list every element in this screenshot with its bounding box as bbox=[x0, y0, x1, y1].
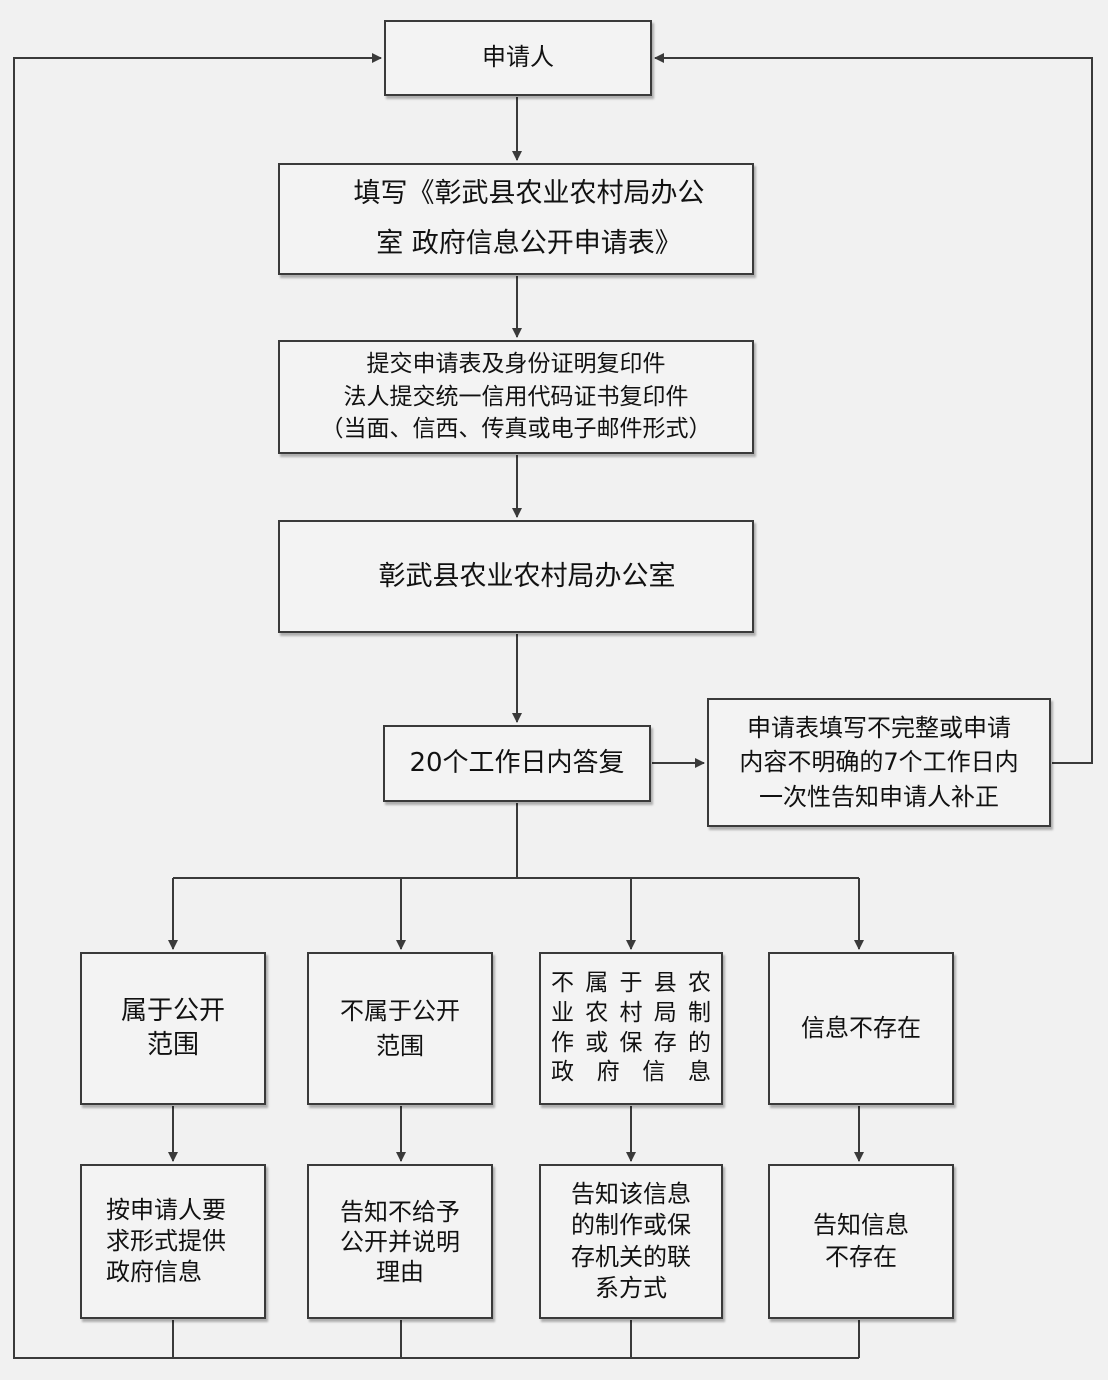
fill-form-label: 填写《彰武县农业农村局办公 室 政府信息公开申请表》 bbox=[353, 178, 705, 259]
public-scope-label: 属于公开 范围 bbox=[120, 995, 225, 1060]
information-not-exist-label: 信息不存在 bbox=[801, 1013, 921, 1042]
agency-contact-box: 告知该信息 的制作或保 存机关的联 系方式 bbox=[539, 1164, 723, 1319]
public-scope-box: 属于公开 范围 bbox=[80, 952, 266, 1105]
provide-information-box: 按申请人要 求形式提供 政府信息 bbox=[80, 1164, 266, 1319]
office-label: 彰武县农业农村局办公室 bbox=[378, 560, 676, 592]
supplement-notice-label: 申请表填写不完整或申请 内容不明确的7个工作日内 一次性告知申请人补正 bbox=[739, 714, 1019, 811]
submit-documents-box: 提交申请表及身份证明复印件 法人提交统一信用代码证书复印件 （当面、信西、传真或… bbox=[278, 340, 754, 454]
fill-form-box: 填写《彰武县农业农村局办公 室 政府信息公开申请表》 bbox=[278, 163, 754, 275]
non-public-scope-box: 不属于公开 范围 bbox=[307, 952, 493, 1105]
reply-deadline-label: 20个工作日内答复 bbox=[409, 747, 625, 778]
return-line-supplement-to-applicant bbox=[654, 53, 1093, 764]
office-box: 彰武县农业农村局办公室 bbox=[278, 520, 754, 633]
not-our-information-box: 不属于县农 业农村局制 作或保存的 政府信息 bbox=[539, 952, 723, 1105]
inform-not-exist-box: 告知信息 不存在 bbox=[768, 1164, 954, 1319]
supplement-notice-box: 申请表填写不完整或申请 内容不明确的7个工作日内 一次性告知申请人补正 bbox=[707, 698, 1051, 827]
information-not-exist-box: 信息不存在 bbox=[768, 952, 954, 1105]
reply-deadline-box: 20个工作日内答复 bbox=[383, 725, 651, 802]
submit-documents-label: 提交申请表及身份证明复印件 法人提交统一信用代码证书复印件 （当面、信西、传真或… bbox=[320, 351, 712, 443]
not-our-information-label: 不属于县农 业农村局制 作或保存的 政府信息 bbox=[551, 969, 711, 1086]
non-public-scope-label: 不属于公开 范围 bbox=[340, 996, 460, 1060]
applicant-label: 申请人 bbox=[482, 43, 554, 72]
inform-not-exist-label: 告知信息 不存在 bbox=[813, 1211, 909, 1271]
provide-information-label: 按申请人要 求形式提供 政府信息 bbox=[106, 1195, 226, 1287]
agency-contact-label: 告知该信息 的制作或保 存机关的联 系方式 bbox=[571, 1180, 691, 1302]
return-line-bottom-to-applicant bbox=[13, 53, 859, 1359]
applicant-box: 申请人 bbox=[384, 20, 652, 96]
refuse-disclosure-box: 告知不给予 公开并说明 理由 bbox=[307, 1164, 493, 1319]
refuse-disclosure-label: 告知不给予 公开并说明 理由 bbox=[340, 1197, 460, 1286]
